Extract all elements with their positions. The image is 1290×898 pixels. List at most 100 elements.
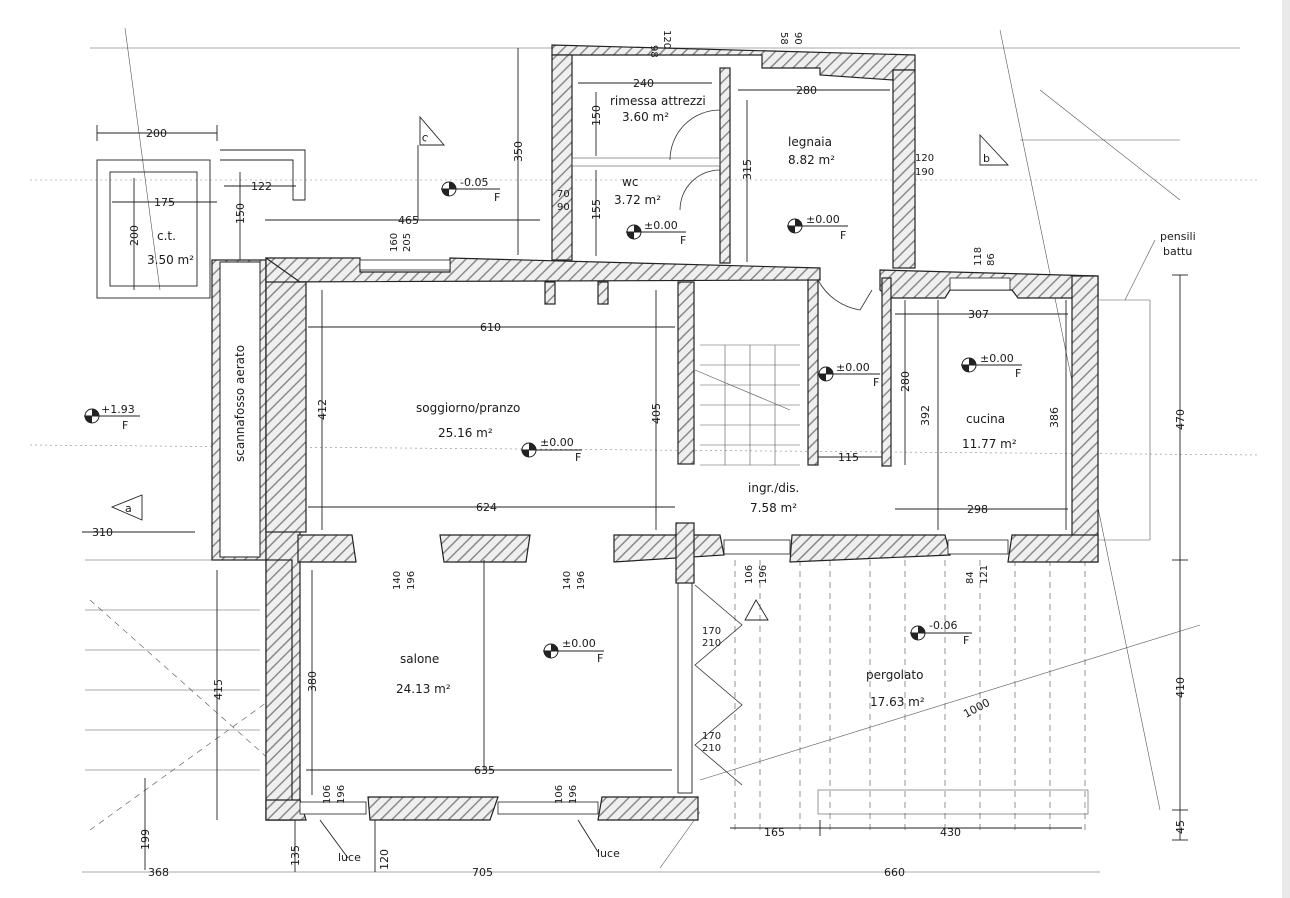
dimension-label: 196 (576, 571, 587, 590)
pensili-label: pensili (1160, 230, 1196, 243)
dimension-label: 280 (796, 84, 817, 97)
pensili-label: battu (1163, 245, 1192, 258)
dimension-label: 430 (940, 826, 961, 839)
level-marker-1: -0.05 F (441, 176, 500, 204)
level-suffix: F (575, 451, 581, 464)
level-value: ±0.00 (562, 637, 596, 650)
dimension-label: 190 (915, 167, 934, 178)
room-name: soggiorno/pranzo (416, 401, 520, 415)
level-marker-8: ±0.00 F (543, 637, 604, 665)
dimension-label: 196 (336, 785, 347, 804)
scannafosso-label: scannafosso aerato (233, 345, 247, 462)
dimension-label: 58 (778, 32, 789, 45)
dimension-label: 120 (378, 849, 391, 870)
dimension-label: 106 (744, 565, 755, 584)
dimension-labels: 200 175 122 465 240 280 610 624 307 115 … (92, 30, 1187, 879)
level-markers: -0.05 F ±0.00 F ±0.00 F +1.93 F ±0.00 F (84, 176, 1022, 665)
dimension-label: 465 (398, 214, 419, 227)
level-suffix: F (122, 419, 128, 432)
dimension-label: 310 (92, 526, 113, 539)
dimension-label: 120 (661, 30, 672, 49)
dimension-label: 392 (919, 405, 932, 426)
dimension-label: 170 (702, 731, 721, 742)
dimension-label: 90 (557, 202, 570, 213)
dimension-label: 240 (633, 77, 654, 90)
dimension-label: 368 (148, 866, 169, 879)
room-name: legnaia (788, 135, 832, 149)
dimension-label: 200 (128, 225, 141, 246)
level-value: ±0.00 (644, 219, 678, 232)
dimension-label: 86 (986, 253, 997, 266)
room-area: 24.13 m² (396, 682, 451, 696)
dimension-label: 210 (702, 743, 721, 754)
level-suffix: F (680, 234, 686, 247)
level-suffix: F (597, 652, 603, 665)
room-area: 3.50 m² (147, 253, 194, 267)
level-marker-7: ±0.00 F (961, 352, 1022, 380)
dimension-label: 624 (476, 501, 497, 514)
level-suffix: F (840, 229, 846, 242)
room-area: 7.58 m² (750, 501, 797, 515)
dimension-label: 307 (968, 308, 989, 321)
dimension-label: 70 (557, 189, 570, 200)
level-suffix: F (494, 191, 500, 204)
level-suffix: F (1015, 367, 1021, 380)
dimension-label: 196 (758, 565, 769, 584)
level-marker-3: ±0.00 F (787, 213, 848, 242)
page-edge (1282, 0, 1290, 898)
dimension-label: 196 (406, 571, 417, 590)
level-marker-4: +1.93 F (84, 403, 140, 432)
room-area: 25.16 m² (438, 426, 493, 440)
level-suffix: F (873, 376, 879, 389)
room-name: pergolato (866, 668, 923, 682)
level-value: ±0.00 (806, 213, 840, 226)
dimension-label: 315 (741, 159, 754, 180)
dimension-label: 175 (154, 196, 175, 209)
dimension-label: 121 (979, 565, 990, 584)
level-marker-5: ±0.00 F (521, 436, 582, 464)
dimension-label: 150 (234, 203, 247, 224)
dimension-label: 135 (289, 845, 302, 866)
dimension-label: 205 (402, 233, 413, 252)
dimension-label: 196 (568, 785, 579, 804)
dimension-label: 386 (1048, 407, 1061, 428)
context-lines (29, 27, 1261, 873)
dimension-label: 106 (322, 785, 333, 804)
level-value: +1.93 (101, 403, 135, 416)
dimension-label: 150 (590, 105, 603, 126)
dimension-label: 298 (967, 503, 988, 516)
dimension-lines (82, 48, 1188, 872)
room-name: wc (622, 175, 638, 189)
dimension-label: 140 (562, 571, 573, 590)
room-area: 17.63 m² (870, 695, 925, 709)
dimension-label: 84 (965, 571, 976, 584)
dimension-label: 635 (474, 764, 495, 777)
room-area: 3.60 m² (622, 110, 669, 124)
dimension-label: 380 (306, 671, 319, 692)
dimension-label: 90 (792, 32, 803, 45)
level-marker-2: ±0.00 F (626, 219, 686, 247)
room-name: rimessa attrezzi (610, 94, 706, 108)
level-value: ±0.00 (540, 436, 574, 449)
room-area: 8.82 m² (788, 153, 835, 167)
level-value: -0.06 (929, 619, 957, 632)
dimension-label: 165 (764, 826, 785, 839)
level-marker-6: ±0.00 F (818, 361, 880, 389)
room-name: c.t. (157, 229, 176, 243)
section-c-label: c (420, 130, 430, 144)
section-markers: c b a (110, 115, 1010, 621)
dimension-label: 470 (1174, 409, 1187, 430)
dimension-label: 350 (512, 141, 525, 162)
room-area: 11.77 m² (962, 437, 1017, 451)
room-name: ingr./dis. (748, 481, 799, 495)
luce-label: luce (338, 851, 361, 864)
level-suffix: F (963, 634, 969, 647)
room-name: cucina (966, 412, 1005, 426)
dimension-label: 115 (838, 451, 859, 464)
dimension-label: 210 (702, 638, 721, 649)
level-value: ±0.00 (836, 361, 870, 374)
level-value: ±0.00 (980, 352, 1014, 365)
dimension-label: 120 (915, 153, 934, 164)
dimension-label: 610 (480, 321, 501, 334)
